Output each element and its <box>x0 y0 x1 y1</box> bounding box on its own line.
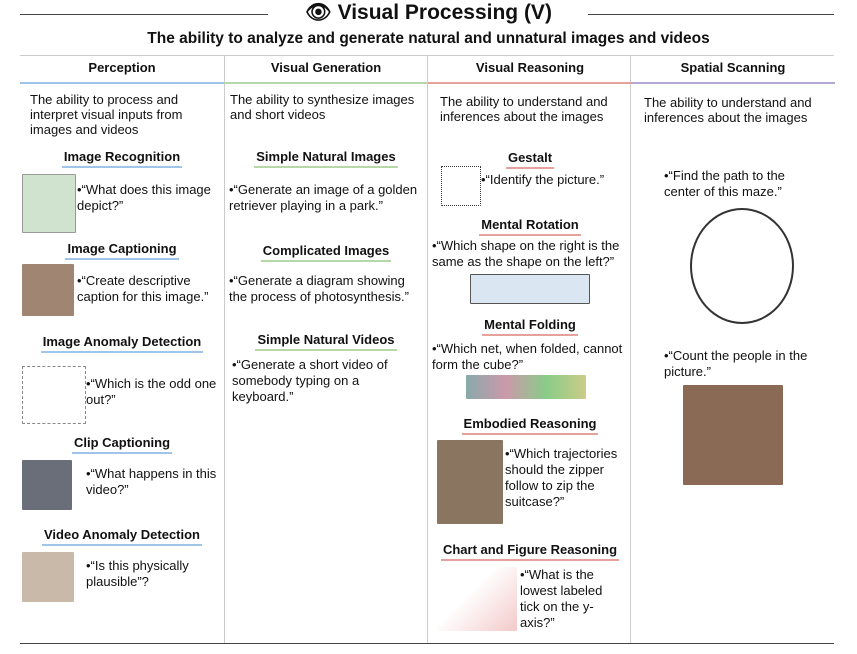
section-title: Image Anomaly Detection <box>20 334 224 353</box>
column-header-perception: Perception <box>20 60 224 84</box>
rotation-shapes-image <box>470 274 590 304</box>
section-title: Chart and Figure Reasoning <box>428 542 632 561</box>
question: •“Count the people in the picture.” <box>664 348 808 379</box>
section-title: Simple Natural Images <box>224 149 428 168</box>
column-header-reasoning: Visual Reasoning <box>428 60 632 84</box>
bottom-rule <box>20 643 834 644</box>
maze-image <box>690 208 794 324</box>
suitcase-image <box>437 440 503 524</box>
gestalt-image <box>441 166 481 206</box>
heatmap-chart-image <box>437 567 517 631</box>
question: •“Identify the picture.” <box>481 172 605 187</box>
section-title: Simple Natural Videos <box>224 332 428 351</box>
reasoning-desc: The ability to understand and inferences… <box>440 94 608 124</box>
section-title: Video Anomaly Detection <box>20 527 224 546</box>
subtitle: The ability to analyze and generate natu… <box>147 30 710 47</box>
group-photo-image <box>683 385 783 485</box>
question: •“Generate an image of a golden retrieve… <box>229 182 418 213</box>
section-title: Mental Folding <box>428 317 632 336</box>
video-clip-image <box>22 460 72 510</box>
section-title: Embodied Reasoning <box>428 416 632 435</box>
section-title: Image Recognition <box>20 149 224 168</box>
question: •“Is this physically plausible”? <box>86 558 189 589</box>
title-text: Visual Processing (V) <box>337 1 552 24</box>
question: •“Generate a short video of somebody typ… <box>232 357 388 404</box>
section-title: Complicated Images <box>224 243 428 262</box>
column-header-spatial: Spatial Scanning <box>631 60 835 84</box>
video-anomaly-image <box>22 552 74 602</box>
section-title: Gestalt <box>428 150 632 169</box>
title-rule-left <box>20 14 268 15</box>
question: •“Which trajectories should the zipper f… <box>505 446 618 509</box>
eye-icon: 👁 <box>305 1 332 24</box>
title-rule-right <box>588 14 834 15</box>
section-title: Mental Rotation <box>428 217 632 236</box>
section-title: Clip Captioning <box>20 435 224 454</box>
question: •“Which net, when folded, cannot form th… <box>432 341 623 372</box>
spatial-desc: The ability to understand and inferences… <box>644 95 812 125</box>
question: •“Which shape on the right is the same a… <box>432 238 620 269</box>
question: •“What happens in this video?” <box>86 466 217 497</box>
baby-image <box>22 264 74 316</box>
question: •“Which is the odd one out?” <box>86 376 217 407</box>
husky-image <box>22 174 76 233</box>
question: •“What does this image depict?” <box>77 182 211 213</box>
question: •“Generate a diagram showing the process… <box>229 273 409 304</box>
generation-desc: The ability to synthesize images and sho… <box>230 92 415 122</box>
divider <box>224 56 225 643</box>
question: •“Find the path to the center of this ma… <box>664 168 785 199</box>
column-header-generation: Visual Generation <box>224 60 428 84</box>
question: •“What is the lowest labeled tick on the… <box>520 567 603 630</box>
cube-nets-image <box>466 375 586 399</box>
divider <box>630 56 631 643</box>
header-rule <box>20 55 834 56</box>
animals-sketch-image <box>22 366 86 424</box>
section-title: Image Captioning <box>20 241 224 260</box>
divider <box>427 56 428 643</box>
title: 👁 Visual Processing (V) <box>0 0 857 26</box>
perception-desc: The ability to process and interpret vis… <box>30 92 183 137</box>
question: •“Create descriptive caption for this im… <box>77 273 209 304</box>
